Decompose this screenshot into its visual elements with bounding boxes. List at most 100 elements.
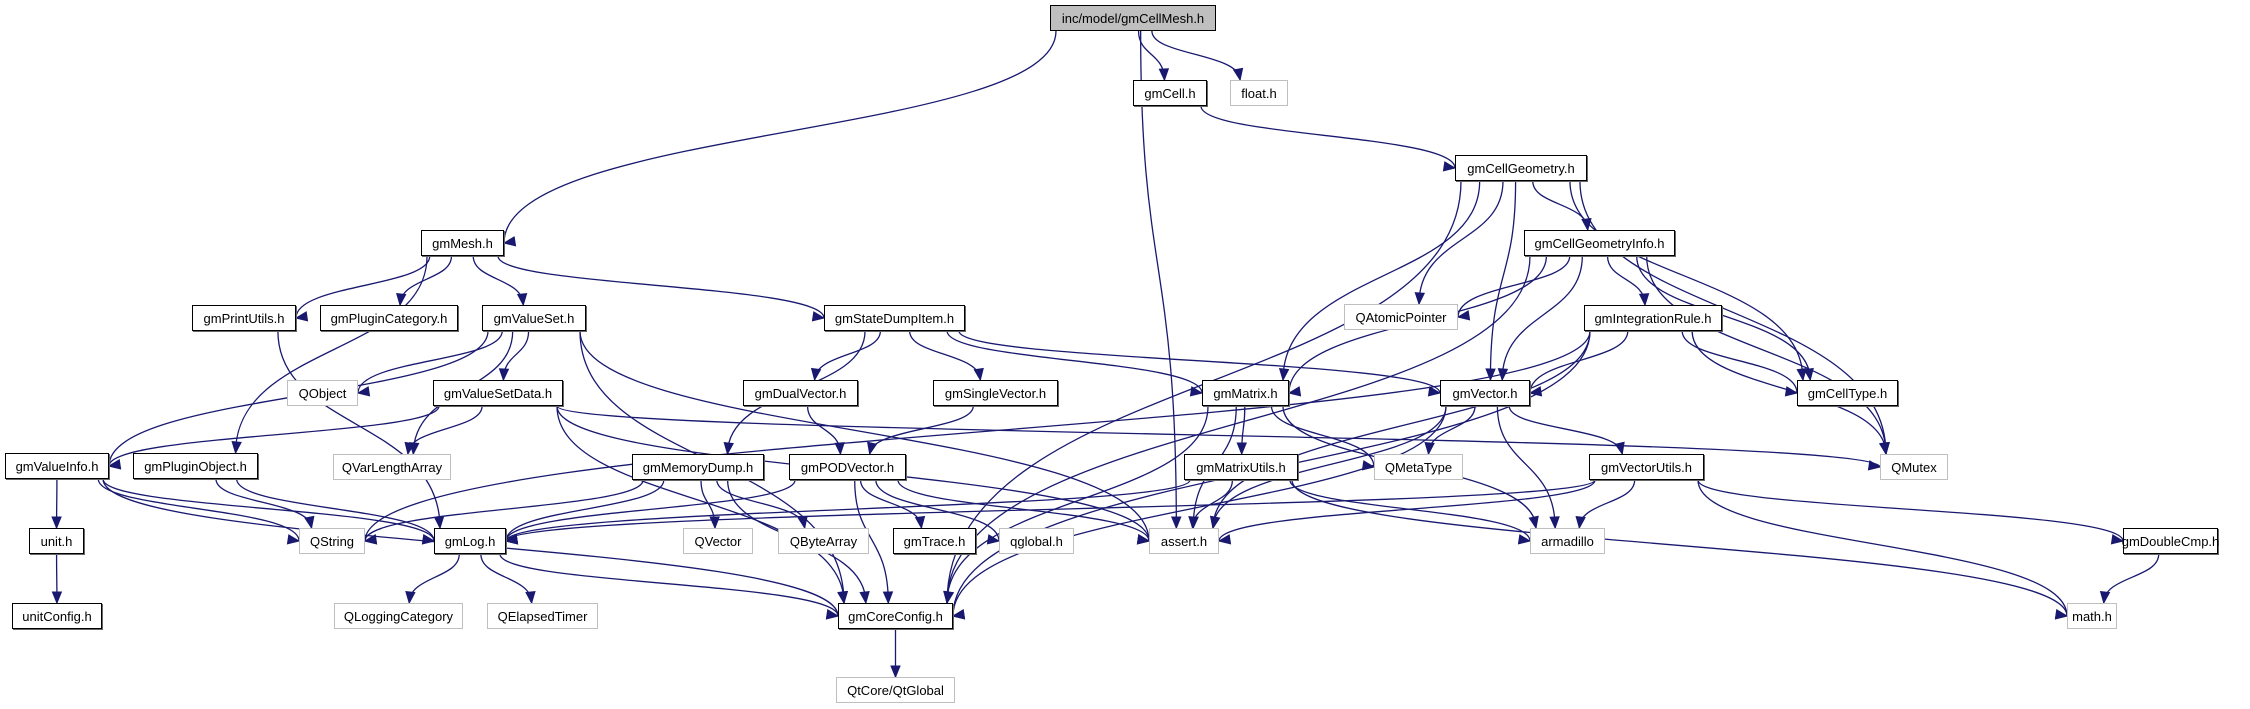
node-gmPluginObject[interactable]: gmPluginObject.h [133,453,258,479]
edge-gmCellGeometryInfo-to-QMutex [1646,255,1887,455]
arrowhead-gmVectorUtils-to-gmDoubleCmp [2110,534,2125,545]
arrowhead-gmVector-to-gmVectorUtils [1614,441,1625,456]
node-label: gmVector.h [1452,385,1518,401]
node-gmCell[interactable]: gmCell.h [1133,80,1207,106]
edge-gmMatrix-to-gmCoreConfig [946,405,1209,604]
arrowhead-gmCellGeometry-to-gmVector [1485,368,1496,382]
arrowhead-gmMemoryDump-to-QVector [709,516,720,530]
node-gmMatrixUtils[interactable]: gmMatrixUtils.h [1184,454,1298,480]
node-label: armadillo [1541,533,1594,549]
arrowhead-gmStateDumpItem-to-gmMemoryDump [723,441,734,456]
node-label: gmStateDumpItem.h [834,310,955,326]
edge-gmVectorUtils-to-assert [1218,479,1596,542]
arrowhead-gmLog-to-QElapsedTimer [525,591,536,605]
edge-gmValueSetData-to-gmValueInfo [108,405,440,467]
node-gmMemoryDump[interactable]: gmMemoryDump.h [632,454,764,480]
arrowhead-gmMatrix-to-gmCoreConfig [943,590,954,605]
node-gmSingleVector[interactable]: gmSingleVector.h [933,380,1058,406]
node-label: QtCore/QtGlobal [847,682,944,698]
node-gmValueInfo[interactable]: gmValueInfo.h [5,453,109,479]
arrowhead-gmCellGeometryInfo-to-gmIntegrationRule [1638,293,1650,307]
node-QAtomicPointer: QAtomicPointer [1344,304,1458,330]
node-label: QAtomicPointer [1355,309,1447,325]
arrowhead-gmPluginObject-to-gmLog [421,534,436,545]
edge-gmCellGeometry-to-gmMatrix [1282,180,1481,381]
node-unitConfig[interactable]: unitConfig.h [12,603,102,629]
node-gmMesh[interactable]: gmMesh.h [421,230,504,256]
node-gmStateDumpItem[interactable]: gmStateDumpItem.h [824,305,965,331]
arrowhead-gmCoreConfig-to-QtGlobal [890,665,901,679]
arrowhead-gmMatrixUtils-to-armadillo [1517,534,1532,545]
edge-gmPODVector-to-qglobal [875,479,1000,542]
node-label: gmDoubleCmp.h [2121,533,2220,549]
edge-gmMesh-to-gmStateDumpItem [497,255,825,319]
edge-gmPODVector-to-gmCoreConfig [854,479,889,604]
node-gmCellType[interactable]: gmCellType.h [1797,380,1898,406]
edge-gmCellGeometry-to-gmCellGeometryInfo [1532,180,1589,231]
node-gmValueSet[interactable]: gmValueSet.h [482,305,586,331]
edge-gmCellGeometry-to-gmVector [1489,180,1517,381]
node-gmTrace[interactable]: gmTrace.h [893,528,976,554]
edge-gmDualVector-to-gmPODVector [806,405,842,455]
node-gmPluginCategory[interactable]: gmPluginCategory.h [320,305,458,331]
arrowhead-gmMemoryDump-to-QString [363,534,378,545]
node-gmDoubleCmp[interactable]: gmDoubleCmp.h [2121,528,2220,554]
arrowhead-gmPrintUtils-to-gmLog [433,516,445,530]
node-label: gmSingleVector.h [944,385,1047,401]
edge-gmCellMesh-to-gmMesh [503,30,1057,244]
arrowhead-gmMatrixUtils-to-assert [1188,516,1199,530]
node-unit[interactable]: unit.h [29,528,84,554]
node-label: gmMemoryDump.h [642,459,754,475]
node-label: unitConfig.h [22,608,92,624]
node-label: QObject [298,385,347,401]
arrowhead-gmCellMesh-to-assert [1171,516,1182,530]
node-gmLog[interactable]: gmLog.h [434,528,506,554]
node-gmIntegrationRule[interactable]: gmIntegrationRule.h [1584,305,1722,331]
arrowhead-gmVector-to-assert [1210,515,1221,530]
arrowhead-gmPODVector-to-gmTrace [914,515,926,530]
node-gmPrintUtils[interactable]: gmPrintUtils.h [192,305,296,331]
arrowhead-gmCellGeometry-to-QAtomicPointer [1414,292,1426,306]
edge-gmMesh-to-gmPrintUtils [295,255,431,319]
node-label: gmVectorUtils.h [1600,459,1693,475]
node-gmVector[interactable]: gmVector.h [1440,380,1530,406]
edge-gmValueInfo-to-gmLog [102,478,435,542]
node-gmPODVector[interactable]: gmPODVector.h [789,454,906,480]
edge-gmPluginObject-to-gmLog [236,478,435,542]
node-gmCoreConfig[interactable]: gmCoreConfig.h [838,603,953,629]
node-QMutex: QMutex [1880,454,1948,480]
node-label: gmMatrixUtils.h [1196,459,1286,475]
node-gmCellGeometryInfo[interactable]: gmCellGeometryInfo.h [1524,230,1675,256]
node-label: float.h [1241,85,1277,101]
edge-gmCellGeometryInfo-to-gmCellType [1636,255,1811,381]
edge-gmMatrixUtils-to-math [1291,479,2068,617]
arrowhead-gmStateDumpItem-to-gmDualVector [810,367,822,382]
node-gmDualVector[interactable]: gmDualVector.h [743,380,858,406]
node-gmMatrix[interactable]: gmMatrix.h [1202,380,1289,406]
edge-gmMesh-to-gmValueSet [472,255,524,306]
node-armadillo: armadillo [1530,528,1605,554]
arrowhead-gmMesh-to-gmPrintUtils [294,311,309,322]
edge-gmVectorUtils-to-gmDoubleCmp [1697,479,2124,542]
arrowhead-gmValueSet-to-gmValueSetData [498,368,510,382]
node-label: gmLog.h [444,533,496,549]
node-QVector: QVector [683,528,753,554]
node-float: float.h [1230,80,1288,106]
edge-gmVector-to-gmCoreConfig [952,405,1447,617]
arrowhead-gmStateDumpItem-to-gmMatrix [1189,386,1204,397]
node-gmValueSetData[interactable]: gmValueSetData.h [433,380,563,406]
node-QByteArray: QByteArray [778,528,869,554]
edge-gmCellGeometryInfo-to-gmIntegrationRule [1606,255,1646,306]
arrowhead-gmPODVector-to-assert [1136,534,1151,545]
edge-gmVector-to-armadillo [1496,405,1556,529]
node-QString: QString [299,528,365,554]
edge-gmCell-to-gmCellGeometry [1200,105,1456,169]
node-gmVectorUtils[interactable]: gmVectorUtils.h [1589,454,1704,480]
node-gmCellGeometry[interactable]: gmCellGeometry.h [1455,155,1587,181]
edge-gmIntegrationRule-to-QMutex [1691,330,1887,455]
edge-gmPrintUtils-to-gmLog [277,330,441,529]
arrowhead-gmVector-to-gmCoreConfig [951,609,966,620]
edge-gmMemoryDump-to-gmLog [505,479,665,542]
arrowhead-gmValueSetData-to-gmCoreConfig [837,590,848,605]
